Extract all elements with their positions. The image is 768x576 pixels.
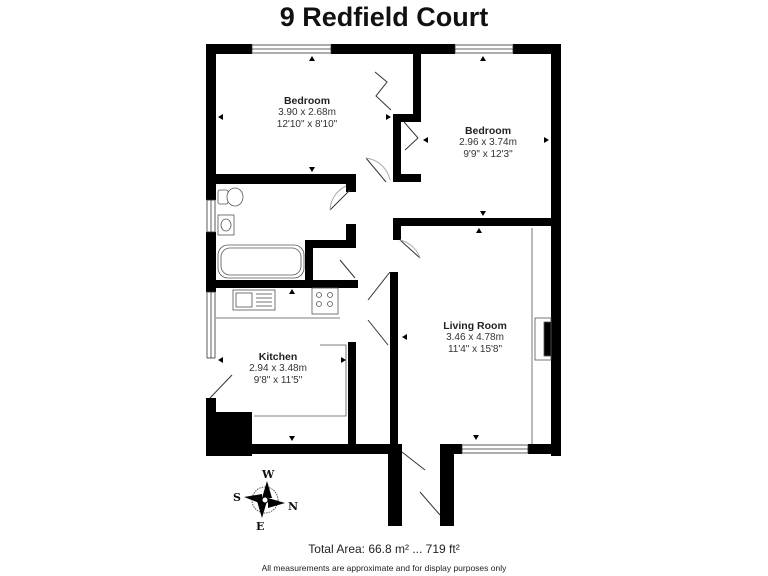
disclaimer: All measurements are approximate and for…	[261, 563, 507, 573]
room-metric: 3.90 x 2.68m	[278, 107, 336, 118]
doors	[209, 71, 441, 516]
compass-rose-icon	[244, 481, 285, 518]
compass-s-label: S	[233, 491, 241, 504]
walls	[206, 44, 561, 526]
room-imperial: 11'4" x 15'8"	[447, 344, 503, 355]
room-label-kitchen: Kitchen 2.94 x 3.48m 9'8" x 11'5"	[223, 351, 333, 387]
room-metric: 2.96 x 3.74m	[459, 137, 517, 148]
room-name: Kitchen	[258, 351, 298, 363]
compass-n-label: N	[288, 500, 299, 513]
room-label-bedroom-2: Bedroom 2.96 x 3.74m 9'9" x 12'3"	[433, 125, 543, 161]
page-title: 9 Redfield Court	[279, 2, 489, 32]
room-label-living-room: Living Room 3.46 x 4.78m 11'4" x 15'8"	[420, 320, 530, 356]
compass-e-label: E	[256, 520, 265, 533]
room-imperial: 9'8" x 11'5"	[253, 375, 303, 386]
room-name: Living Room	[443, 320, 507, 332]
fixtures	[216, 187, 552, 444]
room-metric: 2.94 x 3.48m	[249, 363, 307, 374]
room-name: Bedroom	[283, 95, 331, 107]
dimension-markers	[218, 56, 549, 441]
compass-w-label: W	[262, 468, 275, 481]
room-imperial: 12'10" x 8'10"	[276, 119, 338, 130]
windows	[206, 44, 529, 454]
total-area: Total Area: 66.8 m² ... 719 ft²	[308, 542, 460, 556]
room-name: Bedroom	[464, 125, 512, 137]
room-label-bedroom-1: Bedroom 3.90 x 2.68m 12'10" x 8'10"	[252, 95, 362, 131]
room-metric: 3.46 x 4.78m	[446, 332, 504, 343]
room-imperial: 9'9" x 12'3"	[463, 149, 513, 160]
